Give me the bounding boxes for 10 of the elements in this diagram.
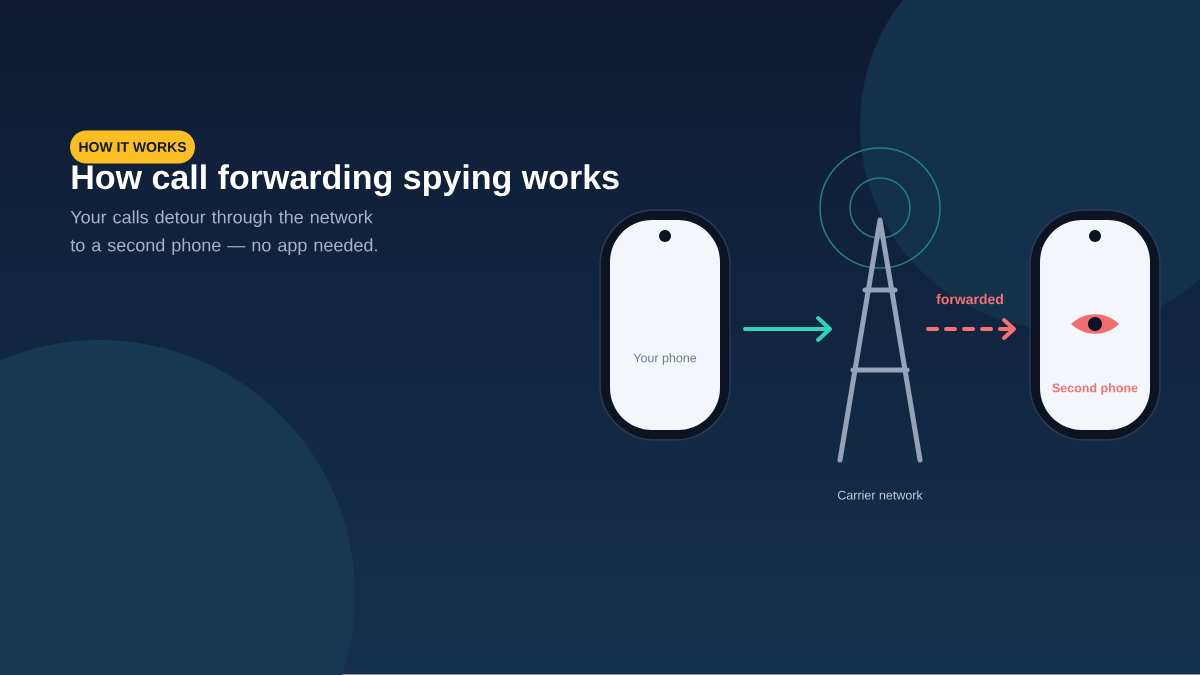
dashed-arrow [926,318,1016,340]
node-label: Carrier network [837,490,923,500]
subtitle: Your calls detour through the network to a second phone — no app needed. [70,210,377,256]
title: How call forwarding spying works [72,164,619,197]
arrow [743,316,832,342]
phone [1029,209,1161,441]
edge-label: forwarded [936,293,1003,305]
phone-label: Second phone [1052,383,1138,395]
phone-label: Your phone [633,353,697,365]
phone [599,209,731,441]
